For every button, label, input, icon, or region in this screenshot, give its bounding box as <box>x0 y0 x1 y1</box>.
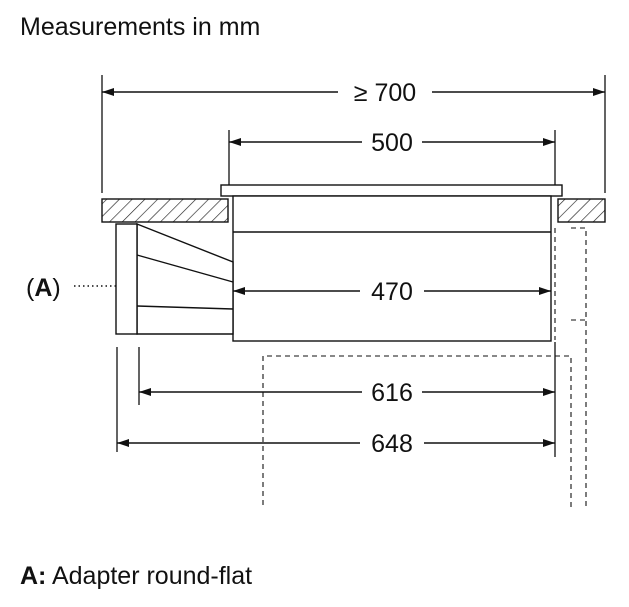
hob-glass <box>220 184 563 197</box>
legend-text: Adapter round-flat <box>46 562 253 590</box>
callout-close: ) <box>52 274 60 302</box>
dimension-label-depth-inner: 616 <box>371 379 413 407</box>
callout-open: ( <box>26 274 35 302</box>
callout-key: A <box>34 274 52 302</box>
hob-body <box>232 195 552 342</box>
diagram-title: Measurements in mm <box>20 13 261 41</box>
dimension-label-unit-width: 470 <box>371 278 413 306</box>
dimension-label-hob-width: 500 <box>371 129 413 157</box>
legend-key: A: <box>20 562 47 590</box>
callout-label: (A) <box>26 274 61 302</box>
dimension-lines <box>102 88 605 447</box>
legend: A: Adapter round-flat <box>20 561 252 591</box>
worktop <box>101 198 606 223</box>
adapter-round-flat <box>115 222 234 335</box>
dimension-label-depth-outer: 648 <box>371 430 413 458</box>
dimension-label-overall-width: ≥ 700 <box>354 79 416 107</box>
cabinet-outline <box>262 227 587 510</box>
